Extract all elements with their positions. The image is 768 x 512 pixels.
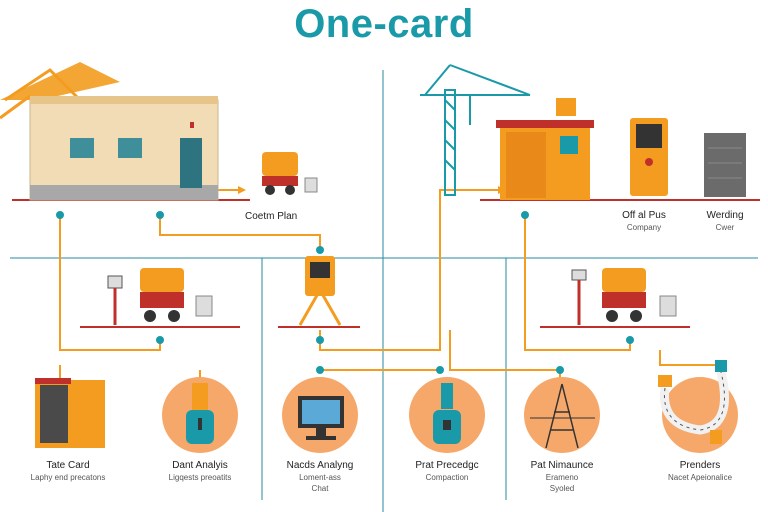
connector-icon	[409, 377, 485, 453]
label-bottom-2-title: Dant Analyis	[172, 460, 228, 471]
label-right-b-sub: Cwer	[715, 223, 735, 232]
label-right-b-title: Werding	[706, 210, 744, 221]
building-icon	[496, 98, 594, 200]
label-bottom-1-sub: Laphy end precatons	[30, 473, 106, 482]
label-right-b: Werding Cwer	[690, 210, 760, 232]
label-bottom-3: Nacds Analyng Loment-ass Chat	[270, 460, 370, 493]
kiosk-stand-icon	[298, 256, 342, 326]
label-bottom-1-title: Tate Card	[46, 460, 90, 471]
label-bottom-4-title: Prat Precedgc	[415, 460, 479, 471]
label-right-a: Off al Pus Company	[612, 210, 676, 232]
label-bottom-3-sub: Loment-ass	[299, 473, 341, 482]
label-bottom-4-sub: Compaction	[425, 473, 469, 482]
scale-truck-icon	[107, 268, 213, 325]
machine-icon	[630, 118, 668, 196]
label-bottom-3-title: Nacds Analyng	[286, 460, 354, 471]
computer-icon	[282, 377, 358, 453]
plug-icon	[162, 377, 238, 453]
label-right-a-sub: Company	[626, 223, 662, 232]
label-bottom-1: Tate Card Laphy end precatons	[18, 460, 118, 482]
cable-icon	[658, 360, 738, 453]
scale-truck-right-icon	[571, 268, 677, 325]
label-bottom-6-title: Prenders	[679, 460, 721, 471]
label-bottom-6: Prenders Nacet Apeionalice	[650, 460, 750, 482]
label-bottom-2: Dant Analyis Ligqests preoatits	[150, 460, 250, 482]
label-center-top: Coetm Plan	[245, 211, 298, 222]
label-right-a-title: Off al Pus	[622, 210, 666, 221]
label-bottom-6-sub: Nacet Apeionalice	[667, 473, 733, 482]
flow-connectors	[59, 189, 720, 382]
truck-icon	[262, 152, 318, 195]
server-rack-icon	[35, 378, 105, 448]
grid-lines	[10, 70, 758, 512]
label-bottom-5-title: Pat Nimaunce	[530, 460, 594, 471]
crane-icon	[420, 64, 531, 196]
label-bottom-5: Pat Nimaunce Erameno Syoled	[512, 460, 612, 493]
warehouse-icon	[0, 62, 219, 201]
server-icon	[704, 133, 746, 197]
label-bottom-4: Prat Precedgc Compaction	[397, 460, 497, 482]
page-title: One-card	[294, 2, 474, 46]
tower-icon	[524, 377, 600, 453]
label-bottom-5-sub2: Syoled	[549, 484, 575, 493]
label-bottom-5-sub: Erameno	[545, 473, 579, 482]
label-bottom-3-sub2: Chat	[311, 484, 329, 493]
label-bottom-2-sub: Ligqests preoatits	[168, 473, 232, 482]
